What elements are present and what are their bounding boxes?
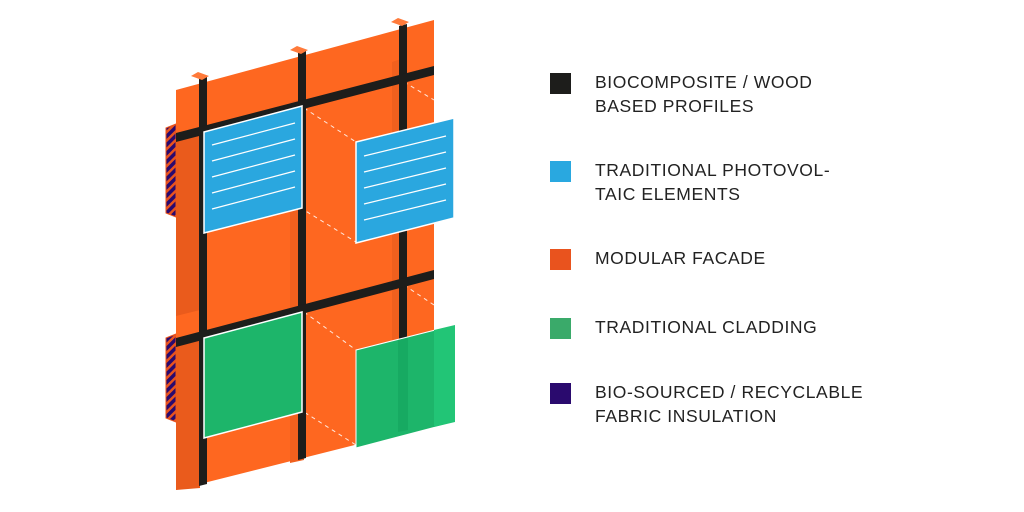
cladding-panel-flush xyxy=(203,311,303,439)
legend-item-facade: MODULAR FACADE xyxy=(550,246,766,270)
profile-cap-left xyxy=(191,72,209,80)
pv-panel-flush xyxy=(203,105,303,234)
legend-item-profiles: BIOCOMPOSITE / WOOD BASED PROFILES xyxy=(550,70,813,118)
profile-cap-mid xyxy=(290,46,308,54)
legend-line: TRADITIONAL PHOTOVOL- xyxy=(595,160,831,180)
cladding-panel-extruded-edge xyxy=(434,325,455,427)
insulation-strip-lower xyxy=(165,333,177,423)
profile-cap-right xyxy=(391,18,409,26)
legend-line: MODULAR FACADE xyxy=(595,248,766,268)
swatch-facade xyxy=(550,249,571,270)
insulation-strip-upper xyxy=(165,123,177,218)
legend-line: BASED PROFILES xyxy=(595,96,755,116)
facade-shade-upper-left xyxy=(176,134,200,316)
legend-line: TAIC ELEMENTS xyxy=(595,184,741,204)
legend-line: TRADITIONAL CLADDING xyxy=(595,317,818,337)
legend-label-photovoltaic: TRADITIONAL PHOTOVOL- TAIC ELEMENTS xyxy=(595,158,830,206)
legend-label-cladding: TRADITIONAL CLADDING xyxy=(595,315,817,339)
facade-diagram xyxy=(165,18,456,490)
legend-label-insulation: BIO-SOURCED / RECYCLABLE FABRIC INSULATI… xyxy=(595,380,863,428)
legend-line: BIOCOMPOSITE / WOOD xyxy=(595,72,813,92)
swatch-insulation xyxy=(550,383,571,404)
swatch-profiles xyxy=(550,73,571,94)
cladding-panel-extruded-shade xyxy=(398,338,408,432)
legend-label-facade: MODULAR FACADE xyxy=(595,246,766,270)
legend-item-cladding: TRADITIONAL CLADDING xyxy=(550,315,817,339)
pv-panel-extruded xyxy=(355,117,455,244)
legend-line: BIO-SOURCED / RECYCLABLE xyxy=(595,382,864,402)
legend-label-profiles: BIOCOMPOSITE / WOOD BASED PROFILES xyxy=(595,70,813,118)
legend-item-insulation: BIO-SOURCED / RECYCLABLE FABRIC INSULATI… xyxy=(550,380,863,428)
legend-item-photovoltaic: TRADITIONAL PHOTOVOL- TAIC ELEMENTS xyxy=(550,158,830,206)
legend-line: FABRIC INSULATION xyxy=(595,406,777,426)
swatch-photovoltaic xyxy=(550,161,571,182)
facade-shade-lower-left xyxy=(176,339,200,490)
swatch-cladding xyxy=(550,318,571,339)
